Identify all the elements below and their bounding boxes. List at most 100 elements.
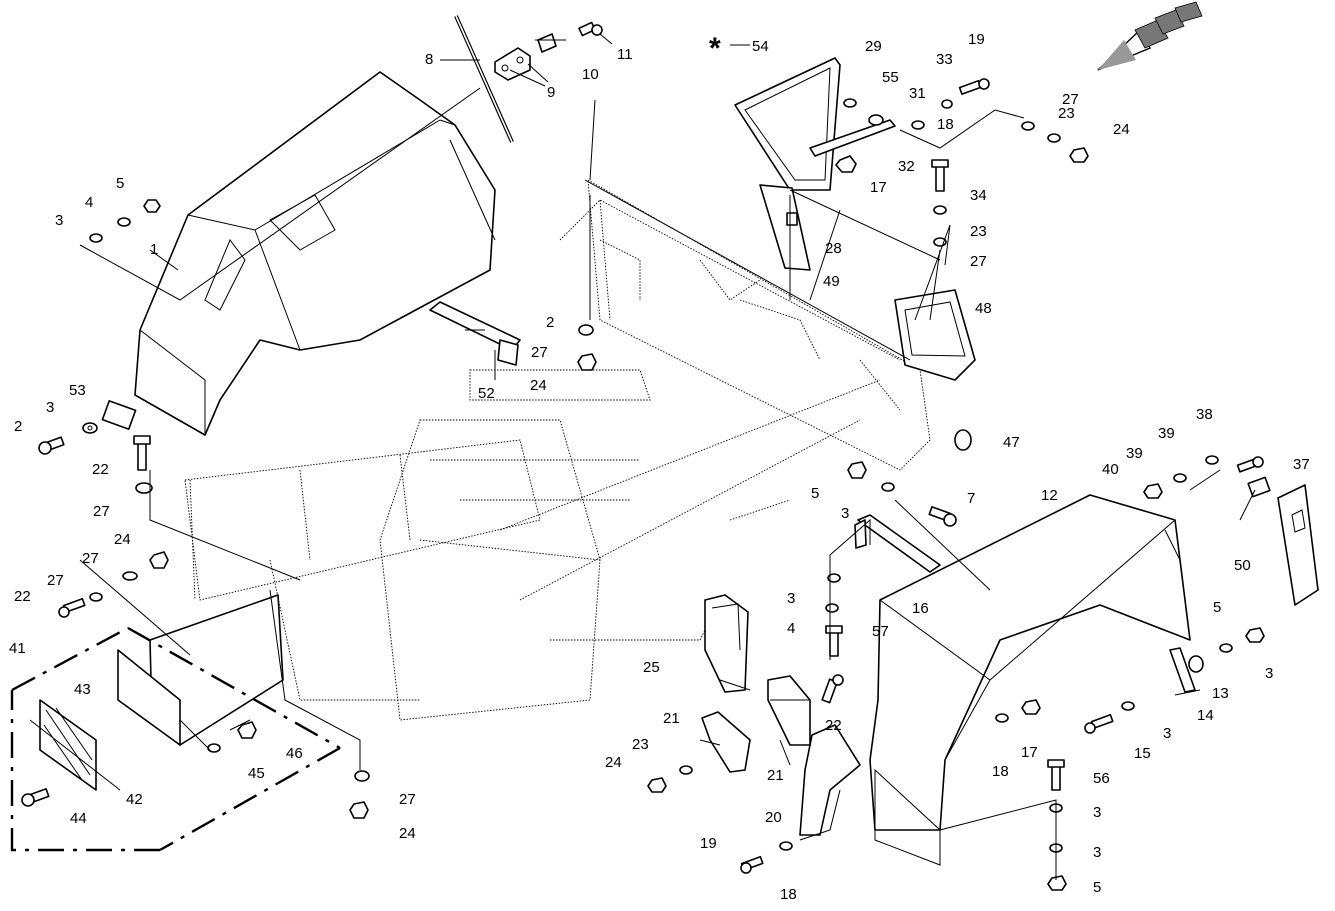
washer-icon (578, 324, 594, 336)
clamp-bracket (494, 33, 557, 81)
label-13: 13 (1212, 685, 1229, 702)
label-20: 20 (765, 809, 782, 826)
spacer-icon (1188, 655, 1204, 673)
label-27: 27 (47, 572, 64, 589)
label-27: 27 (82, 550, 99, 567)
bolt-icon (740, 855, 764, 874)
washer-icon (779, 841, 793, 851)
bolt-icon (928, 506, 957, 527)
washer-icon (941, 99, 953, 109)
label-19: 19 (700, 835, 717, 852)
bolt-icon (825, 625, 843, 657)
label-23: 23 (970, 223, 987, 240)
label-15: 15 (1134, 745, 1151, 762)
label-16: 16 (912, 600, 929, 617)
bracket-21-lower (701, 711, 751, 773)
bolt-icon (101, 400, 137, 430)
warning-plate (39, 699, 97, 791)
label-3: 3 (1093, 844, 1101, 861)
washer-icon (1173, 473, 1187, 483)
label-18: 18 (780, 886, 797, 903)
o-ring-icon (954, 429, 972, 451)
label-3: 3 (1093, 804, 1101, 821)
light-housing (117, 594, 284, 746)
nut-icon (786, 212, 798, 226)
washer-icon (827, 573, 841, 583)
bolt-icon (133, 435, 151, 471)
label-57: 57 (872, 623, 889, 640)
label-44: 44 (70, 810, 87, 827)
nut-icon (237, 721, 257, 739)
label-21: 21 (663, 710, 680, 727)
washer-icon (911, 120, 925, 130)
washer-icon (825, 603, 839, 613)
label-39: 39 (1158, 425, 1175, 442)
label-10: 10 (582, 66, 599, 83)
label-9: 9 (547, 84, 555, 101)
label-22: 22 (825, 717, 842, 734)
label-21: 21 (767, 767, 784, 784)
washer-icon (82, 422, 98, 434)
nut-icon (647, 777, 667, 793)
label-24: 24 (399, 825, 416, 842)
nut-icon (577, 353, 597, 371)
label-23: 23 (1058, 105, 1075, 122)
label-46: 46 (286, 745, 303, 762)
label-17: 17 (1021, 744, 1038, 761)
asterisk-symbol: * (709, 32, 721, 65)
gasket-48 (894, 289, 976, 381)
label-14: 14 (1197, 707, 1214, 724)
reflector-plate (1277, 484, 1319, 606)
bolt-icon (38, 436, 65, 455)
label-29: 29 (865, 38, 882, 55)
bolt-icon (21, 788, 50, 807)
washer-icon (843, 98, 857, 108)
cover-plate (734, 57, 841, 191)
label-5: 5 (1093, 879, 1101, 896)
label-25: 25 (643, 659, 660, 676)
plate-icon (1247, 476, 1271, 498)
nut-icon (835, 155, 857, 173)
label-45: 45 (248, 765, 265, 782)
washer-icon (995, 713, 1009, 723)
label-3: 3 (46, 399, 54, 416)
label-54: 54 (752, 38, 769, 55)
leader-lines (29, 33, 1256, 880)
mudflap-bracket-25 (704, 594, 749, 693)
fasteners (21, 21, 1271, 891)
washer-icon (89, 233, 103, 243)
washer-icon (868, 114, 884, 126)
part-labels: 1 2 2 3 3 3 3 3 3 3 3 4 4 5 5 5 5 7 8 9 … (9, 31, 1310, 903)
label-11: 11 (617, 46, 633, 63)
label-24: 24 (114, 531, 131, 548)
label-1: 1 (150, 241, 158, 258)
assembly-boundary (10, 626, 341, 852)
bracket-21-upper (767, 675, 811, 746)
label-48: 48 (975, 300, 992, 317)
nut-icon (1245, 627, 1265, 643)
label-3: 3 (841, 505, 849, 522)
label-2: 2 (14, 418, 22, 435)
washer-icon (1219, 643, 1233, 653)
label-27: 27 (93, 503, 110, 520)
direction-arrow-icon (1097, 1, 1203, 71)
label-22: 22 (14, 588, 31, 605)
washer-icon (1121, 701, 1135, 711)
label-17: 17 (870, 179, 887, 196)
nut-icon (149, 551, 169, 569)
nut-icon (1143, 483, 1163, 499)
label-31: 31 (909, 85, 926, 102)
bolt-icon (931, 159, 949, 192)
label-18: 18 (937, 116, 954, 133)
support-bracket-52 (429, 301, 521, 366)
label-43: 43 (74, 681, 91, 698)
strap-32 (809, 119, 896, 157)
right-fender (869, 494, 1191, 866)
washer-icon (122, 571, 138, 581)
washer-icon (1021, 121, 1035, 131)
label-38: 38 (1196, 406, 1213, 423)
label-3: 3 (55, 212, 63, 229)
gasket-49 (759, 184, 811, 271)
label-56: 56 (1093, 770, 1110, 787)
